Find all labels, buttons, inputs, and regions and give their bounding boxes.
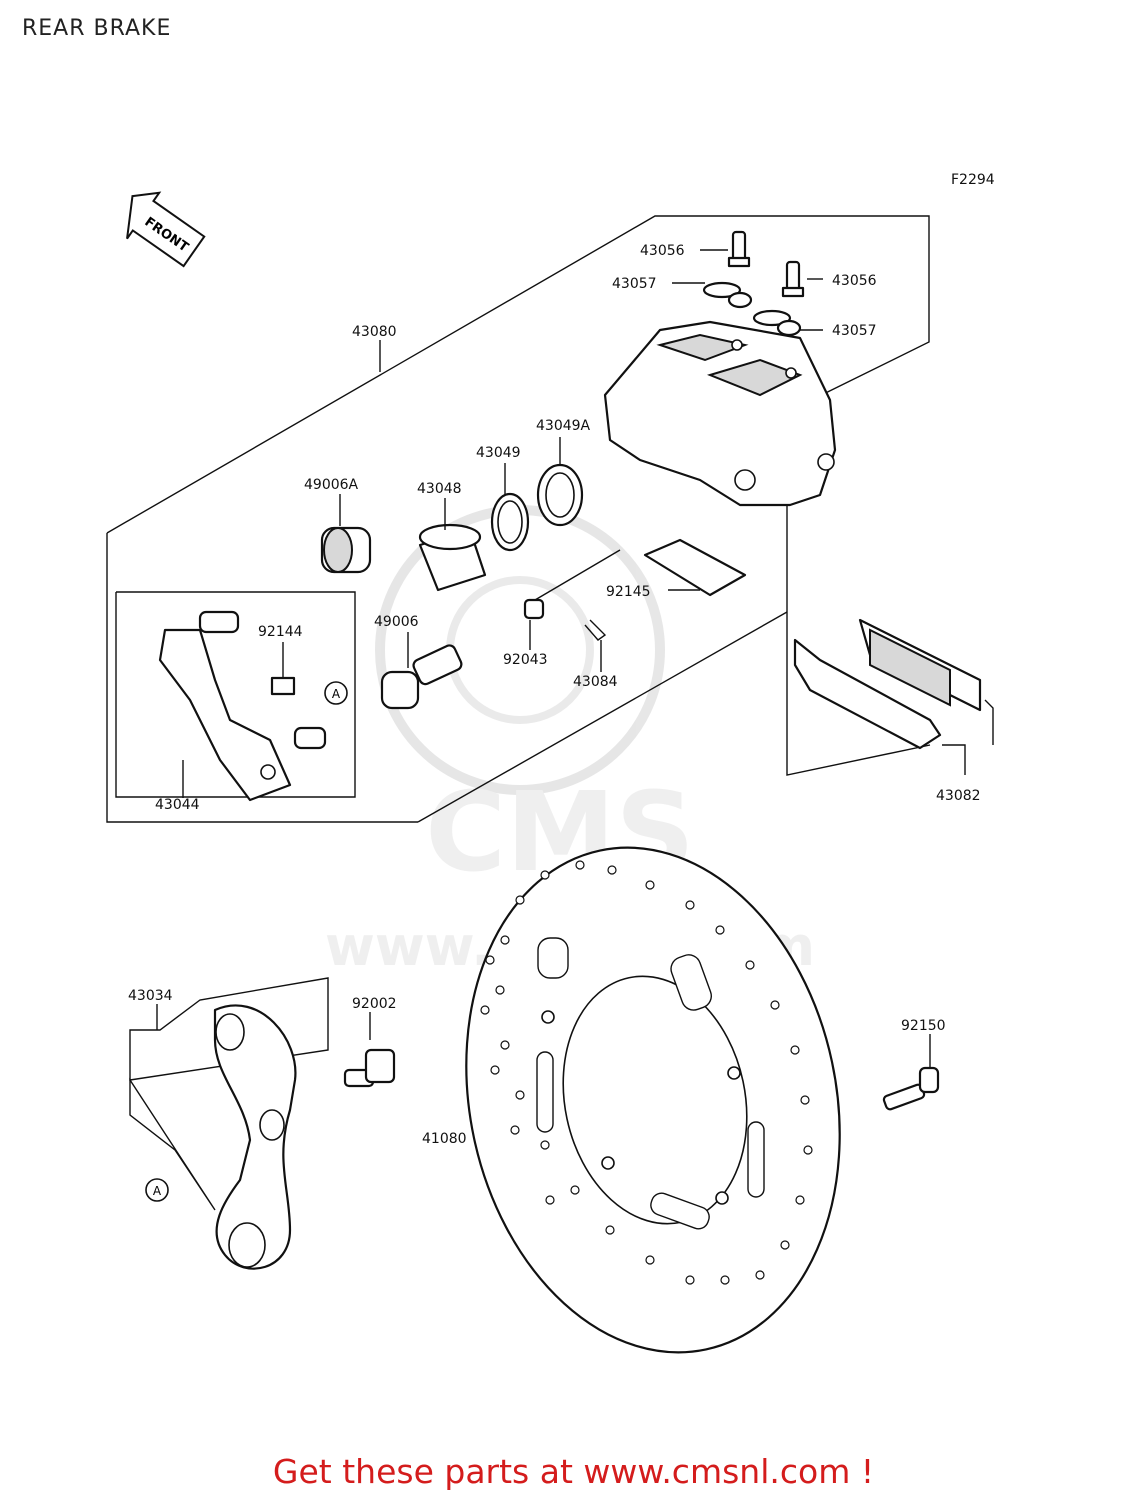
part-label-41080: 41080 (422, 1131, 467, 1147)
caliper-assembly-outline (106, 215, 930, 534)
part-label-43048: 43048 (417, 481, 462, 497)
figure-code: F2294 (951, 172, 995, 188)
part-label-92043: 92043 (503, 652, 548, 668)
footer-link[interactable]: Get these parts at www.cmsnl.com ! (272, 1452, 875, 1491)
part-label-92150: 92150 (901, 1018, 946, 1034)
part-label-43082: 43082 (936, 788, 981, 804)
part-label-92002: 92002 (352, 996, 397, 1012)
part-label-43044: 43044 (155, 797, 200, 813)
bolt-92002 (343, 1048, 396, 1088)
page-title: REAR BRAKE (22, 16, 172, 41)
part-labels: 43056 43056 43057 43057 43080 43049A 430… (128, 243, 981, 1147)
boot-49006 (380, 644, 463, 710)
part-label-43049: 43049 (476, 445, 521, 461)
part-label-49006A: 49006A (304, 477, 359, 493)
bolt-92150 (882, 1066, 940, 1111)
brake-disc (465, 846, 841, 1354)
part-label-43056: 43056 (832, 273, 877, 289)
part-label-43056-top: 43056 (640, 243, 685, 259)
clip-43084 (584, 619, 607, 641)
brake-pads (793, 618, 982, 750)
part-label-43057: 43057 (832, 323, 877, 339)
pad-spring (643, 538, 747, 597)
caliper-body (603, 320, 837, 507)
part-label-92145: 92145 (606, 584, 651, 600)
bleeder-screw (727, 230, 805, 298)
caliper-bracket (158, 610, 327, 802)
ref-marker-circle (324, 681, 348, 705)
part-label-92144: 92144 (258, 624, 303, 640)
caliper-assembly-outline-lower (106, 533, 418, 823)
part-label-49006: 49006 (374, 614, 419, 630)
boot-49006A (320, 526, 372, 574)
piston (418, 523, 487, 592)
part-label-43080: 43080 (352, 324, 397, 340)
pad-spring-92144 (270, 676, 296, 696)
bleeder-cap (702, 281, 802, 337)
part-label-43034: 43034 (128, 988, 173, 1004)
part-label-43084: 43084 (573, 674, 618, 690)
ref-marker-bracket: A (153, 1184, 162, 1198)
pin-92043 (523, 598, 545, 620)
front-arrow-icon: FRONT (126, 191, 206, 268)
part-label-43057-top: 43057 (612, 276, 657, 292)
ref-marker: A (332, 687, 341, 701)
mounting-bracket (129, 977, 329, 1270)
part-label-43049A: 43049A (536, 418, 591, 434)
bracket-group-outline (115, 591, 356, 798)
